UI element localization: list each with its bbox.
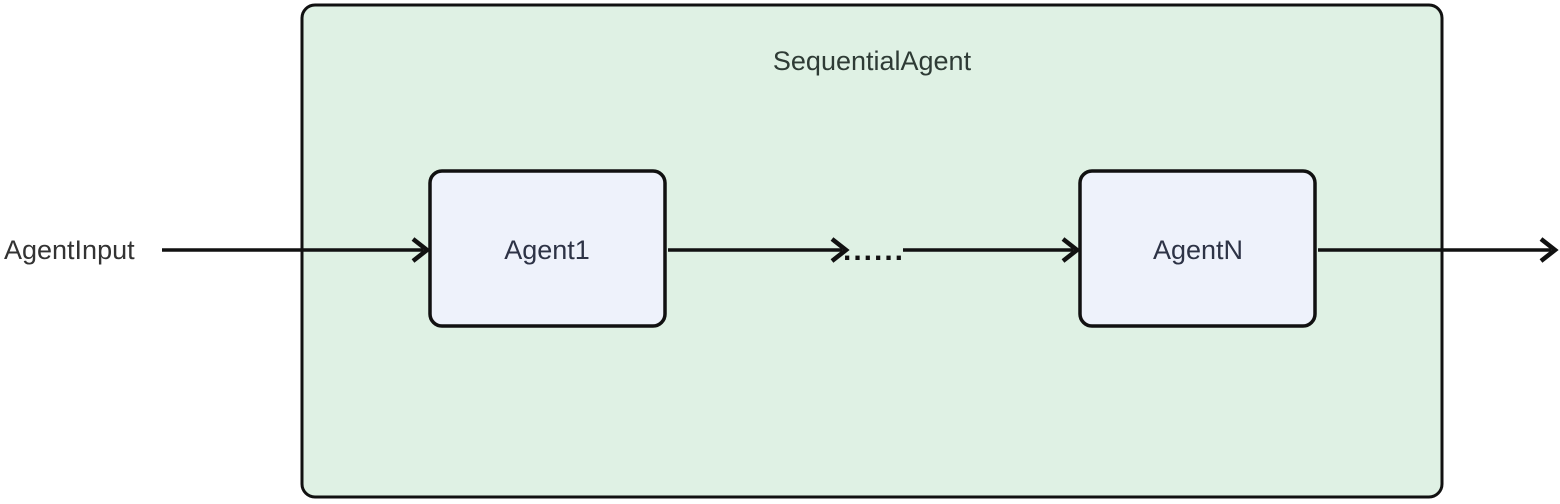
container-title: SequentialAgent <box>773 46 972 76</box>
edge-input-to-agent1 <box>162 237 431 263</box>
arrowhead-icon <box>1061 237 1081 263</box>
node-agentN: AgentN <box>1078 169 1317 328</box>
node-agent1: Agent1 <box>428 169 667 328</box>
arrowhead-icon <box>830 237 850 263</box>
edge-agentN-to-output <box>1318 237 1559 263</box>
edge-agent1-to-ellipsis <box>668 237 850 263</box>
edge-ellipsis-to-agentN <box>903 237 1081 263</box>
node-rect <box>1078 169 1317 328</box>
arrowhead-icon <box>411 237 431 263</box>
input-label: AgentInput <box>4 235 135 265</box>
node-label: AgentN <box>1153 235 1243 265</box>
node-rect <box>428 169 667 328</box>
arrowhead-icon <box>1539 237 1559 263</box>
node-label: Agent1 <box>504 235 590 265</box>
ellipsis-label: ...... <box>843 234 905 267</box>
